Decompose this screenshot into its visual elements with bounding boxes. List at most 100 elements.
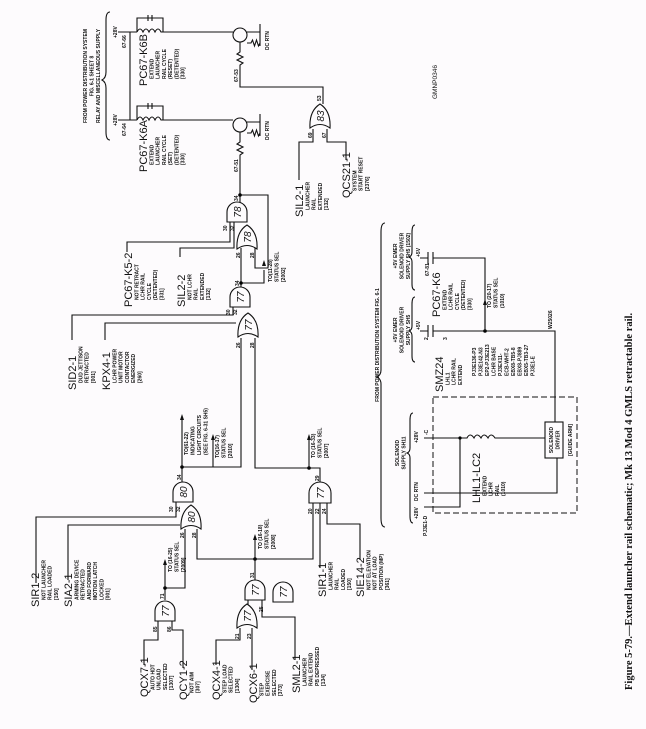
contact-k6-top-icon <box>420 252 486 331</box>
arrow-icon <box>163 559 167 565</box>
note-line: FROM POWER DISTRIBUTION SYSTEM FIG. 6-1 <box>375 288 381 402</box>
wire-sil2-2 <box>179 222 235 257</box>
note-line: LIGHT CIRCUITS <box>197 414 203 455</box>
signal-description: NOT RETRACT <box>135 264 141 300</box>
signal-description: LCHR RAIL <box>141 273 147 300</box>
wire-number: W25026 <box>548 310 554 329</box>
signal-description: EXTEND <box>150 58 156 79</box>
gate-number: 78 <box>243 231 254 243</box>
signal-description: AUTO HDT <box>151 664 157 690</box>
signal-description: [1307] <box>169 675 175 690</box>
note-to-11-28: TO(11-28)STATUS SEL[2002] <box>268 252 287 282</box>
or-gate-80: 80 <box>180 504 202 531</box>
note-line: +5V EMER <box>393 317 399 342</box>
note-line: FROM POWER DISTRIBUTION SYSTEM <box>83 29 89 123</box>
logic-wires <box>35 193 487 670</box>
wire-or77-pin26 <box>181 338 242 482</box>
pin-number: 34 <box>234 195 240 201</box>
pin-number: 30 <box>223 225 229 231</box>
signal-description: NOT ELEVATION <box>367 550 373 590</box>
or-gate-77-step: 77 <box>236 603 258 630</box>
signal-description: EXERCISE <box>266 670 272 696</box>
note-line: TO (16-33) <box>311 433 317 458</box>
dc-rtn-label: DC RTN <box>265 121 271 140</box>
coil-k6b-icon <box>136 28 163 34</box>
signal-description: UNIT MOTOR <box>119 351 125 383</box>
bracket <box>407 224 416 291</box>
gate-number: 77 <box>251 584 262 596</box>
pin-number: 67-53 <box>234 69 240 82</box>
gate-number: 83 <box>316 110 327 122</box>
signal-description: RAIL <box>194 288 200 300</box>
note-line: DRIVER <box>556 430 562 449</box>
note-line: RELAY AND MISCELLANEOUS SUPPLY <box>96 28 102 123</box>
wire-or80-pin26 <box>164 529 186 600</box>
signal-name: SIR1-2 <box>30 573 42 607</box>
latch-feedback-wire <box>240 194 269 269</box>
note-to-16-33: TO (16-33)STATUS SEL[2007] <box>311 428 330 458</box>
pin-number: 20 <box>308 508 314 514</box>
bracket <box>407 296 416 363</box>
wire-or77-pin28 <box>254 338 321 483</box>
signal-description: [1304] <box>235 678 241 693</box>
gate-number: 77 <box>244 319 255 331</box>
voltage-label: +5V <box>416 320 422 330</box>
signal-description: [330] <box>467 298 473 310</box>
signal-name: PC67-K5-2 <box>123 253 135 307</box>
diode-k6b-icon <box>136 15 164 32</box>
gate-number: 77 <box>236 291 247 303</box>
signal-name: SIA2-1 <box>63 573 75 607</box>
signal-description: LOADED <box>341 569 347 591</box>
signal-name: SIL2-2 <box>176 275 188 307</box>
signal-description: (SET) <box>168 152 174 165</box>
signal-description: EXTEND <box>150 144 156 165</box>
note-line: PJ3E136-P3 <box>472 347 478 376</box>
note-line: TO(16-17) <box>215 435 221 458</box>
signal-description: SYSTEM <box>353 170 359 191</box>
pin-number: 32 <box>230 225 236 231</box>
note-line: TO(11-28) <box>268 259 274 282</box>
signal-description: (DETENTED) <box>174 48 180 79</box>
note-to-16-18: TO (16-18)STATUS SEL[2008] <box>258 519 277 549</box>
signal-description: [134] <box>321 674 327 686</box>
pin-number: 30 <box>226 309 232 315</box>
wire-67-51 <box>235 132 245 203</box>
pin-number: 67-51 <box>234 159 240 172</box>
note-guide-arm: [GUIDE ARM] <box>568 424 574 456</box>
signal-name: SML2-1 <box>291 654 303 693</box>
logic-gates: 78 78 77 77 80 80 77 77 77 77 77 83 <box>154 103 332 630</box>
signal-name: QCS21-1 <box>341 152 353 198</box>
bracket <box>100 11 111 141</box>
signal-description: LHL1 <box>446 372 452 385</box>
note-to-20-17: TO (20-17)STATUS SEL(1010) <box>487 278 506 308</box>
signal-description: LAUNCHER <box>329 562 335 590</box>
note-line: STATUS SEL <box>175 542 181 572</box>
pin-number: 53 <box>317 95 323 101</box>
signal-description: EXTEND <box>483 475 489 496</box>
note-line: [2010] <box>228 443 234 458</box>
arrow-icon <box>307 434 311 440</box>
signal-description: POSITION (MP) <box>379 554 385 590</box>
signal-name: QCY1-2 <box>178 660 190 700</box>
wire-qcx7-1 <box>143 621 159 665</box>
or-gate-83: 83 <box>309 103 331 130</box>
note-line: STATUS SEL <box>494 278 500 308</box>
signal-name: LHL1-LC2 <box>471 453 483 503</box>
signal-description: RAIL <box>312 198 318 210</box>
note-line: PJ3E1-E <box>531 355 537 376</box>
signal-description: [260] <box>137 371 143 383</box>
signal-description: LAUNCHER <box>303 658 309 686</box>
signal-description: STEP <box>260 682 266 696</box>
note-line: SUPPLY SH11 <box>402 436 408 469</box>
signal-description: RETRACTED <box>81 569 87 600</box>
signal-description: RAIL <box>335 578 341 590</box>
wire-qcy1-2 <box>171 621 184 668</box>
guide-arm-boundary <box>432 396 578 514</box>
signal-description: EXTENDED <box>200 272 206 300</box>
pin-number: 85 <box>153 626 159 632</box>
